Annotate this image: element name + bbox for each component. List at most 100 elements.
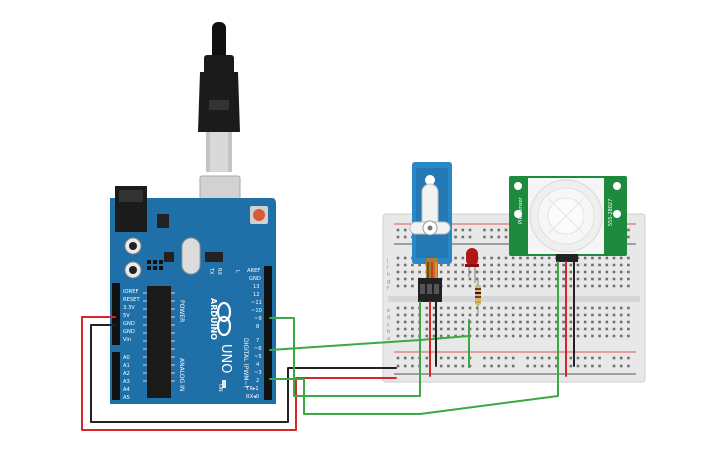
breadboard-hole[interactable] xyxy=(591,306,594,310)
breadboard-hole[interactable] xyxy=(483,256,486,260)
breadboard-hole[interactable] xyxy=(439,320,443,324)
breadboard-hole[interactable] xyxy=(591,313,594,317)
rail-hole[interactable] xyxy=(511,356,515,360)
breadboard-hole[interactable] xyxy=(526,270,529,274)
breadboard-hole[interactable] xyxy=(619,306,623,310)
breadboard-hole[interactable] xyxy=(533,320,537,324)
rail-hole[interactable] xyxy=(598,356,601,360)
breadboard-hole[interactable] xyxy=(627,277,630,281)
breadboard-hole[interactable] xyxy=(562,277,565,281)
breadboard-hole[interactable] xyxy=(619,263,623,267)
rail-hole[interactable] xyxy=(612,364,616,368)
breadboard-hole[interactable] xyxy=(547,277,551,281)
breadboard-hole[interactable] xyxy=(475,306,479,310)
breadboard-hole[interactable] xyxy=(627,256,630,260)
breadboard-hole[interactable] xyxy=(605,334,609,338)
breadboard-hole[interactable] xyxy=(569,313,573,317)
rail-hole[interactable] xyxy=(403,356,407,360)
breadboard-hole[interactable] xyxy=(562,284,565,288)
breadboard-hole[interactable] xyxy=(576,277,580,281)
rail-hole[interactable] xyxy=(627,356,630,360)
breadboard-hole[interactable] xyxy=(511,277,515,281)
breadboard-hole[interactable] xyxy=(519,284,522,288)
breadboard-hole[interactable] xyxy=(526,284,529,288)
rail-hole[interactable] xyxy=(396,356,400,360)
breadboard-hole[interactable] xyxy=(490,306,493,310)
breadboard-hole[interactable] xyxy=(490,334,493,338)
breadboard-hole[interactable] xyxy=(619,334,623,338)
breadboard-hole[interactable] xyxy=(533,334,537,338)
breadboard-hole[interactable] xyxy=(598,270,601,274)
breadboard-hole[interactable] xyxy=(540,306,544,310)
rail-hole[interactable] xyxy=(583,364,587,368)
breadboard-hole[interactable] xyxy=(612,306,616,310)
rail-hole[interactable] xyxy=(569,356,573,360)
breadboard-hole[interactable] xyxy=(447,320,450,324)
breadboard-hole[interactable] xyxy=(432,306,436,310)
breadboard-hole[interactable] xyxy=(432,327,436,331)
rail-hole[interactable] xyxy=(627,228,630,232)
breadboard-hole[interactable] xyxy=(425,306,429,310)
breadboard-hole[interactable] xyxy=(461,313,465,317)
breadboard-hole[interactable] xyxy=(511,327,515,331)
breadboard-hole[interactable] xyxy=(511,313,515,317)
rail-hole[interactable] xyxy=(461,364,465,368)
breadboard-hole[interactable] xyxy=(533,270,537,274)
breadboard-hole[interactable] xyxy=(519,277,522,281)
breadboard-hole[interactable] xyxy=(627,327,630,331)
breadboard-hole[interactable] xyxy=(454,313,457,317)
breadboard-hole[interactable] xyxy=(533,277,537,281)
breadboard-hole[interactable] xyxy=(605,284,609,288)
breadboard-hole[interactable] xyxy=(425,320,429,324)
breadboard-hole[interactable] xyxy=(411,270,414,274)
rail-hole[interactable] xyxy=(619,364,623,368)
breadboard-hole[interactable] xyxy=(468,284,472,288)
breadboard-hole[interactable] xyxy=(483,284,486,288)
breadboard-hole[interactable] xyxy=(533,284,537,288)
breadboard-hole[interactable] xyxy=(569,320,573,324)
breadboard-hole[interactable] xyxy=(583,270,587,274)
breadboard-hole[interactable] xyxy=(468,277,472,281)
breadboard-hole[interactable] xyxy=(569,277,573,281)
breadboard-hole[interactable] xyxy=(511,270,515,274)
breadboard-hole[interactable] xyxy=(547,270,551,274)
arduino-board[interactable]: IOREF RESET 3.3V 5V GND GND Vin A0 A1 A2… xyxy=(110,186,276,404)
breadboard-hole[interactable] xyxy=(555,306,558,310)
rail-hole[interactable] xyxy=(627,364,630,368)
rail-hole[interactable] xyxy=(504,356,508,360)
rail-hole[interactable] xyxy=(483,235,486,239)
breadboard-hole[interactable] xyxy=(403,263,407,267)
breadboard-hole[interactable] xyxy=(526,313,529,317)
breadboard-hole[interactable] xyxy=(598,284,601,288)
breadboard-hole[interactable] xyxy=(519,320,522,324)
rail-hole[interactable] xyxy=(583,356,587,360)
breadboard-hole[interactable] xyxy=(483,334,486,338)
rail-hole[interactable] xyxy=(454,235,457,239)
breadboard-hole[interactable] xyxy=(627,270,630,274)
breadboard-hole[interactable] xyxy=(583,256,587,260)
breadboard-hole[interactable] xyxy=(461,327,465,331)
breadboard-hole[interactable] xyxy=(547,263,551,267)
rail-hole[interactable] xyxy=(425,364,429,368)
breadboard-hole[interactable] xyxy=(605,263,609,267)
breadboard-hole[interactable] xyxy=(605,277,609,281)
breadboard-hole[interactable] xyxy=(627,320,630,324)
breadboard-hole[interactable] xyxy=(526,334,529,338)
breadboard-hole[interactable] xyxy=(411,306,414,310)
breadboard-hole[interactable] xyxy=(526,327,529,331)
breadboard-hole[interactable] xyxy=(454,256,457,260)
breadboard-hole[interactable] xyxy=(490,284,493,288)
breadboard-hole[interactable] xyxy=(555,327,558,331)
breadboard-hole[interactable] xyxy=(511,256,515,260)
breadboard-hole[interactable] xyxy=(461,284,465,288)
breadboard-hole[interactable] xyxy=(511,306,515,310)
rail-hole[interactable] xyxy=(454,364,457,368)
breadboard-hole[interactable] xyxy=(504,277,508,281)
rail-hole[interactable] xyxy=(483,364,486,368)
breadboard-hole[interactable] xyxy=(447,270,450,274)
led[interactable] xyxy=(465,248,479,283)
breadboard-hole[interactable] xyxy=(576,284,580,288)
breadboard-hole[interactable] xyxy=(562,327,565,331)
breadboard-hole[interactable] xyxy=(447,306,450,310)
rail-hole[interactable] xyxy=(569,364,573,368)
